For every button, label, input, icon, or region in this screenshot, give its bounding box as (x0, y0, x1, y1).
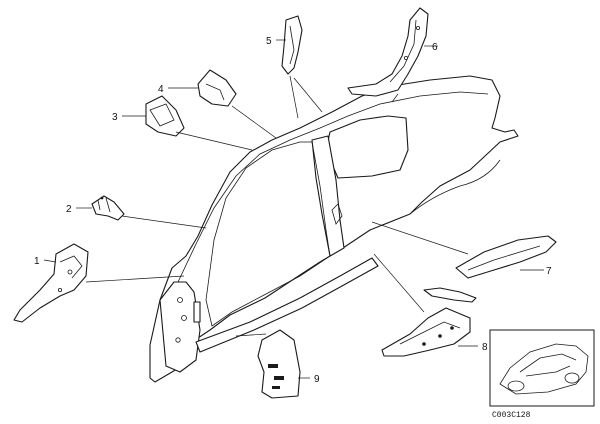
car-thumbnail-frame (489, 329, 595, 407)
leader-1-arrow (85, 275, 185, 283)
part-8-shape (381, 307, 471, 357)
callout-6: 6 (432, 42, 438, 53)
pillar-hole (181, 315, 187, 321)
reference-code: C003C128 (492, 411, 531, 420)
leader-8-arrow (373, 253, 425, 313)
pillar-slot (193, 301, 201, 323)
leader-3-arrow (175, 131, 253, 151)
callout-7: 7 (546, 266, 552, 277)
callout-5: 5 (266, 36, 272, 47)
leader-7-arrow (371, 221, 469, 255)
rear-wheel-arch (409, 159, 501, 215)
pillar-hole (177, 297, 183, 303)
part-7-shape (455, 235, 557, 279)
part-7-lower (423, 287, 477, 303)
leader-9-arrow (235, 333, 267, 337)
part-3-shape (145, 95, 185, 137)
leader-6-arrow (391, 93, 399, 103)
part-5-shape (281, 15, 303, 75)
car-thumbnail (489, 329, 595, 407)
callout-1: 1 (34, 256, 40, 267)
part-4-shape (197, 69, 237, 107)
leader-1 (43, 259, 57, 263)
callout-3: 3 (112, 112, 118, 123)
leader-5-arrow-a (289, 75, 299, 119)
callout-9: 9 (314, 374, 320, 385)
callout-4: 4 (158, 84, 164, 95)
pillar-hole (175, 337, 181, 343)
part-5 (281, 15, 303, 75)
leader-4-arrow (231, 105, 277, 139)
car-thumbnail-body (499, 343, 589, 395)
part-6-shape (347, 7, 429, 97)
roof-rail-line (177, 91, 489, 283)
sill-rocker (195, 257, 379, 353)
part-1-shape (13, 243, 89, 323)
part-4 (197, 69, 237, 107)
part-8 (381, 307, 471, 357)
part-9-shape (257, 329, 301, 399)
c-pillar-handle (331, 203, 343, 225)
part-9 (257, 329, 301, 399)
part-2 (91, 195, 125, 221)
side-frame-assembly (149, 75, 519, 383)
b-pillar (311, 135, 345, 257)
leader-5-arrow-b (293, 77, 323, 113)
door-opening-line (205, 141, 331, 327)
callout-8: 8 (482, 342, 488, 353)
part-6 (347, 7, 429, 97)
callout-2: 2 (66, 204, 72, 215)
part-7 (423, 235, 557, 303)
part-1 (13, 243, 89, 323)
part-3 (145, 95, 185, 137)
part-2-shape (91, 195, 125, 221)
a-pillar (159, 281, 201, 373)
leader-2-arrow (121, 215, 207, 229)
